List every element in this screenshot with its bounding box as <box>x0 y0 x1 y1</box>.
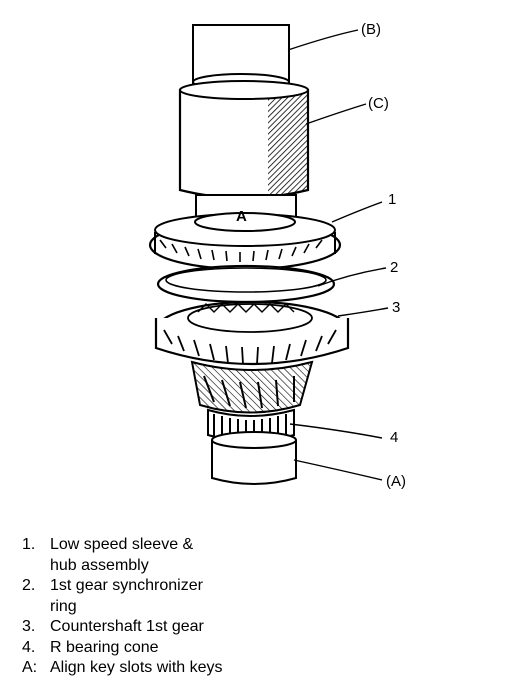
callout-3: 3 <box>392 299 401 316</box>
callout-4: 4 <box>390 429 399 446</box>
legend-text: Low speed sleeve & hub assembly <box>50 536 194 574</box>
legend: 1. Low speed sleeve & hub assembly 2. 1s… <box>22 535 492 679</box>
key-slot-mark: A <box>236 208 247 225</box>
legend-item: 1. Low speed sleeve & hub assembly <box>22 535 492 576</box>
callout-a-tool: (A) <box>386 473 406 490</box>
synchronizer-ring <box>156 264 336 304</box>
legend-item: A: Align key slots with keys <box>22 658 492 679</box>
legend-number: 2. <box>22 577 36 594</box>
callout-1: 1 <box>388 191 397 208</box>
callout-c: (C) <box>368 95 389 112</box>
sleeve-hub-gear <box>148 212 342 271</box>
callout-b: (B) <box>361 21 381 38</box>
legend-item: 3. Countershaft 1st gear <box>22 617 492 638</box>
countershaft-assembly-diagram <box>148 24 389 485</box>
countershaft-first-gear <box>154 300 350 414</box>
legend-text: R bearing cone <box>50 638 159 656</box>
legend-text: Align key slots with keys <box>50 659 223 676</box>
legend-number: 4. <box>22 638 36 656</box>
legend-number: 1. <box>22 536 36 553</box>
legend-item: 2. 1st gear synchronizer ring <box>22 576 492 617</box>
legend-text: 1st gear synchronizer ring <box>50 577 203 615</box>
legend-item: 4. R bearing cone <box>22 638 492 659</box>
legend-number: 3. <box>22 618 36 635</box>
legend-text: Countershaft 1st gear <box>50 618 204 635</box>
tool-c-sleeve <box>178 80 310 226</box>
callout-2: 2 <box>390 259 399 276</box>
tool-a-support <box>211 431 297 485</box>
leader-lines <box>287 29 389 481</box>
legend-number: A: <box>22 659 38 676</box>
